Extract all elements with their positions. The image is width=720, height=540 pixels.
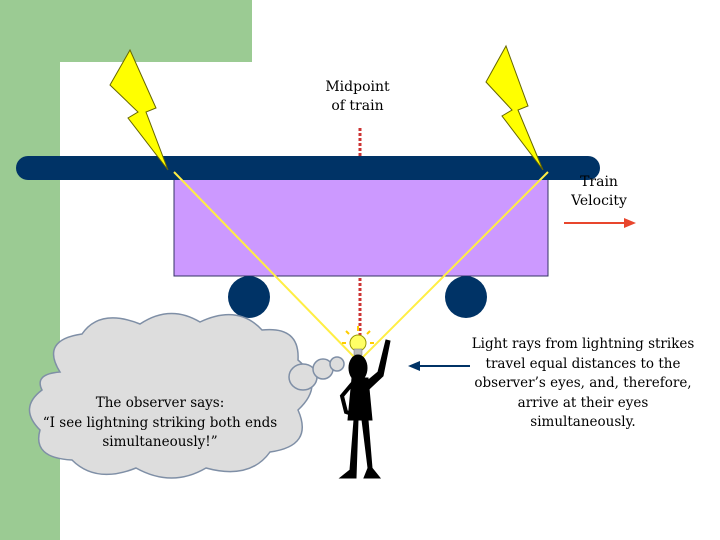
- light-ray-right: [359, 171, 549, 361]
- train-wheel-right: [445, 276, 487, 318]
- light-ray-left: [173, 171, 358, 361]
- observer-pointer-arrowhead: [408, 361, 420, 371]
- lightning-bolt-icon: [485, 44, 544, 171]
- stick-figure-icon: [338, 339, 391, 479]
- train-roof-track: [16, 156, 600, 180]
- explanation-text: Light rays from lightning strikes travel…: [471, 336, 695, 430]
- observer-thought-text: The observer says: “I see lightning stri…: [42, 395, 278, 450]
- thought-cloud-icon: [28, 312, 345, 479]
- lightning-bolt-icon: [109, 48, 169, 171]
- light-bulb-icon: [342, 326, 374, 356]
- train-velocity-label: Train Velocity: [571, 174, 627, 209]
- train-body: [173, 171, 549, 277]
- sidebar-green-left: [0, 0, 60, 540]
- velocity-arrowhead: [624, 218, 636, 228]
- midpoint-label: Midpoint of train: [325, 79, 390, 114]
- train-wheel-left: [228, 276, 270, 318]
